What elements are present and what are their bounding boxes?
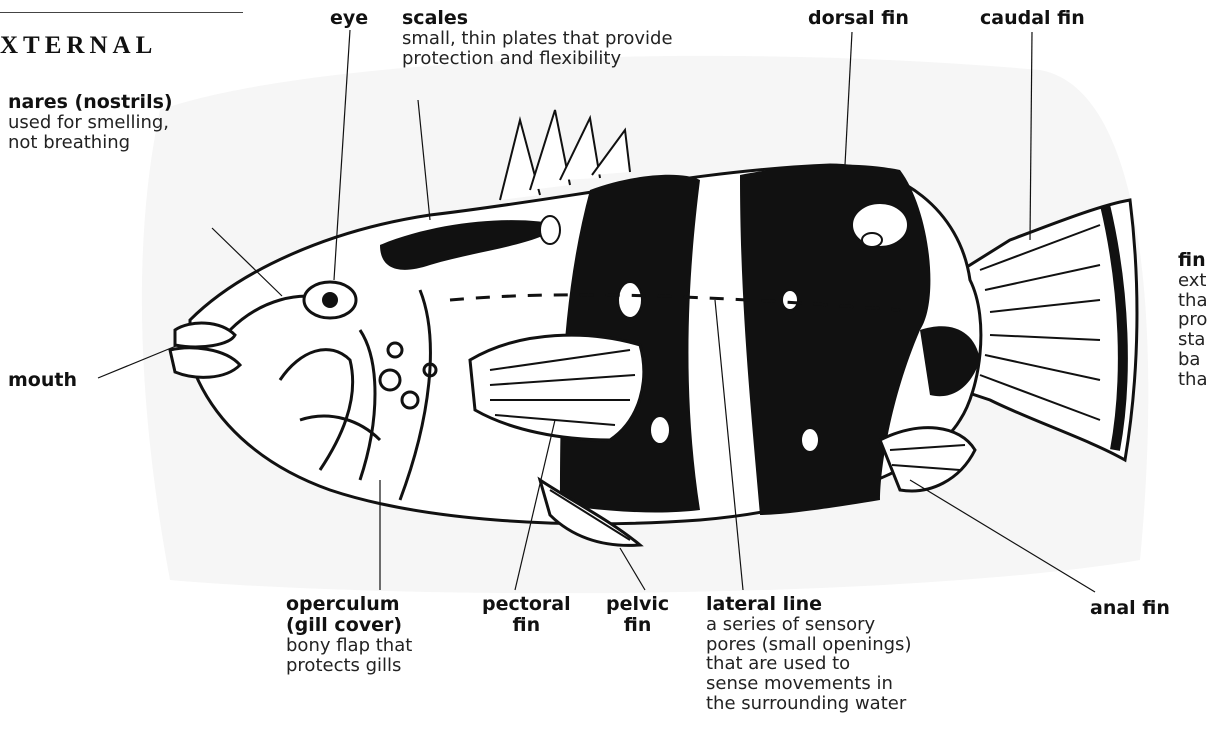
label-mouth: mouth bbox=[8, 370, 77, 391]
label-dorsal-fin: dorsal fin bbox=[808, 8, 909, 29]
lateral-line-desc-line-3: that are used to bbox=[706, 654, 911, 674]
fins-desc-line-3: pro bbox=[1178, 310, 1208, 330]
scales-desc-line-1: small, thin plates that provide bbox=[402, 29, 673, 49]
operculum-term-line-2: (gill cover) bbox=[286, 615, 412, 636]
operculum-desc-line-2: protects gills bbox=[286, 656, 412, 676]
pectoral-fin-term-line-1: pectoral bbox=[482, 594, 571, 615]
scales-desc-line-2: protection and flexibility bbox=[402, 49, 673, 69]
fins-desc-line-6: tha bbox=[1178, 370, 1208, 390]
fins-desc-line-5: ba bbox=[1178, 350, 1208, 370]
pelvic-fin-term-line-2: fin bbox=[606, 615, 669, 636]
lateral-line-desc-line-5: the surrounding water bbox=[706, 694, 911, 714]
lateral-line-desc-line-2: pores (small openings) bbox=[706, 635, 911, 655]
label-fins: fin ext tha pro sta ba tha bbox=[1178, 250, 1208, 390]
pelvic-fin-term-line-1: pelvic bbox=[606, 594, 669, 615]
eye-shape bbox=[304, 282, 356, 318]
fins-desc-line-1: ext bbox=[1178, 271, 1208, 291]
lateral-line-desc-line-1: a series of sensory bbox=[706, 615, 911, 635]
label-lateral-line: lateral line a series of sensory pores (… bbox=[706, 594, 911, 714]
fins-desc-line-4: sta bbox=[1178, 330, 1208, 350]
lateral-line-term: lateral line bbox=[706, 594, 911, 615]
caudal-fin-term: caudal fin bbox=[980, 8, 1085, 29]
lateral-line-desc-line-4: sense movements in bbox=[706, 674, 911, 694]
mouth-term: mouth bbox=[8, 370, 77, 391]
fins-desc-line-2: tha bbox=[1178, 291, 1208, 311]
fins-term: fin bbox=[1178, 250, 1208, 271]
anal-fin-term: anal fin bbox=[1090, 598, 1170, 619]
label-anal-fin: anal fin bbox=[1090, 598, 1170, 619]
nares-term: nares (nostrils) bbox=[8, 92, 173, 113]
nares-desc-line-1: used for smelling, bbox=[8, 113, 173, 133]
operculum-term-line-1: operculum bbox=[286, 594, 412, 615]
nares-desc-line-2: not breathing bbox=[8, 133, 173, 153]
label-pectoral-fin: pectoral fin bbox=[482, 594, 571, 636]
label-nares: nares (nostrils) used for smelling, not … bbox=[8, 92, 173, 152]
eye-term: eye bbox=[330, 8, 368, 29]
label-pelvic-fin: pelvic fin bbox=[606, 594, 669, 636]
label-scales: scales small, thin plates that provide p… bbox=[402, 8, 673, 68]
scales-term: scales bbox=[402, 8, 673, 29]
label-caudal-fin: caudal fin bbox=[980, 8, 1085, 29]
dorsal-fin-term: dorsal fin bbox=[808, 8, 909, 29]
label-eye: eye bbox=[330, 8, 368, 29]
label-operculum: operculum (gill cover) bony flap that pr… bbox=[286, 594, 412, 675]
operculum-desc-line-1: bony flap that bbox=[286, 636, 412, 656]
pectoral-fin-term-line-2: fin bbox=[482, 615, 571, 636]
